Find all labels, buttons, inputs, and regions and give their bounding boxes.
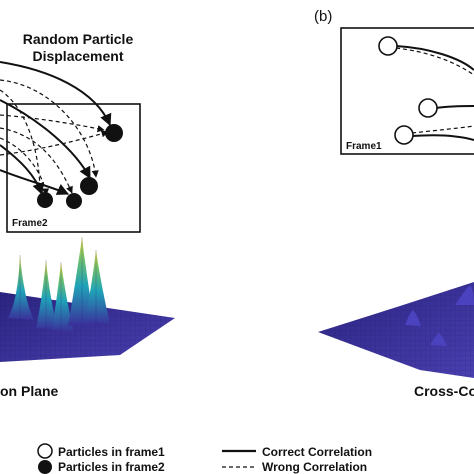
correlation-peak <box>52 262 74 332</box>
correct-arrow <box>0 99 91 180</box>
panel-b-tag: (b) <box>314 8 332 25</box>
panel-a-plane-label: on Plane <box>0 383 59 399</box>
wrong-arrow <box>0 137 50 196</box>
legend-frame2-label: Particles in frame2 <box>58 460 165 474</box>
particle-frame2 <box>66 193 82 209</box>
correlation-surface-a <box>0 237 175 362</box>
frame1-box <box>340 27 474 155</box>
wrong-arrow <box>0 130 109 156</box>
wrong-arrow <box>0 79 99 178</box>
particle-frame2 <box>37 192 53 208</box>
correct-arrow <box>0 169 70 195</box>
correlation-arrows-a <box>0 61 112 196</box>
wrong-arrow <box>0 114 105 133</box>
frame2-box <box>6 103 141 233</box>
legend-correct-label: Correct Correlation <box>262 445 372 459</box>
particle-frame2 <box>80 177 98 195</box>
legend-frame1-label: Particles in frame1 <box>58 445 165 459</box>
wrong-arrow <box>0 89 44 193</box>
panel-b-plane-label: Cross-Co <box>414 383 474 399</box>
correlation-peak <box>8 255 34 320</box>
wrong-arrow <box>395 47 474 76</box>
legend: Particles in frame1 Particles in frame2 … <box>37 443 372 474</box>
correlation-peak <box>405 310 421 326</box>
correlation-peak <box>455 285 474 305</box>
legend-frame2-marker <box>38 460 52 474</box>
legend-frame1-marker <box>37 443 53 459</box>
frame2-label: Frame2 <box>12 218 48 229</box>
wrong-arrow <box>411 125 474 134</box>
panel-a-title-line2: Displacement <box>32 48 123 64</box>
correlation-arrows-b <box>395 45 474 141</box>
wrong-arrow <box>0 127 73 194</box>
particle-frame1 <box>394 125 414 145</box>
panel-a: Random Particle Displacement Frame2 <box>0 31 175 399</box>
correlation-peak <box>84 250 110 325</box>
correct-arrow <box>411 134 474 141</box>
particle-frame2 <box>105 124 123 142</box>
panel-b: (b) Frame1 Cross-Co <box>314 8 474 399</box>
particle-frame1 <box>418 98 438 118</box>
correlation-peak <box>430 333 447 346</box>
cross-correlation-surface <box>318 282 474 378</box>
correct-arrow <box>395 45 474 71</box>
legend-wrong-label: Wrong Correlation <box>262 460 367 474</box>
correct-arrow <box>0 61 112 127</box>
particle-frame1 <box>378 36 398 56</box>
correlation-peak <box>36 260 58 330</box>
panel-a-title-line1: Random Particle <box>23 31 134 47</box>
correct-arrow <box>435 105 474 109</box>
frame1-label: Frame1 <box>346 141 382 152</box>
